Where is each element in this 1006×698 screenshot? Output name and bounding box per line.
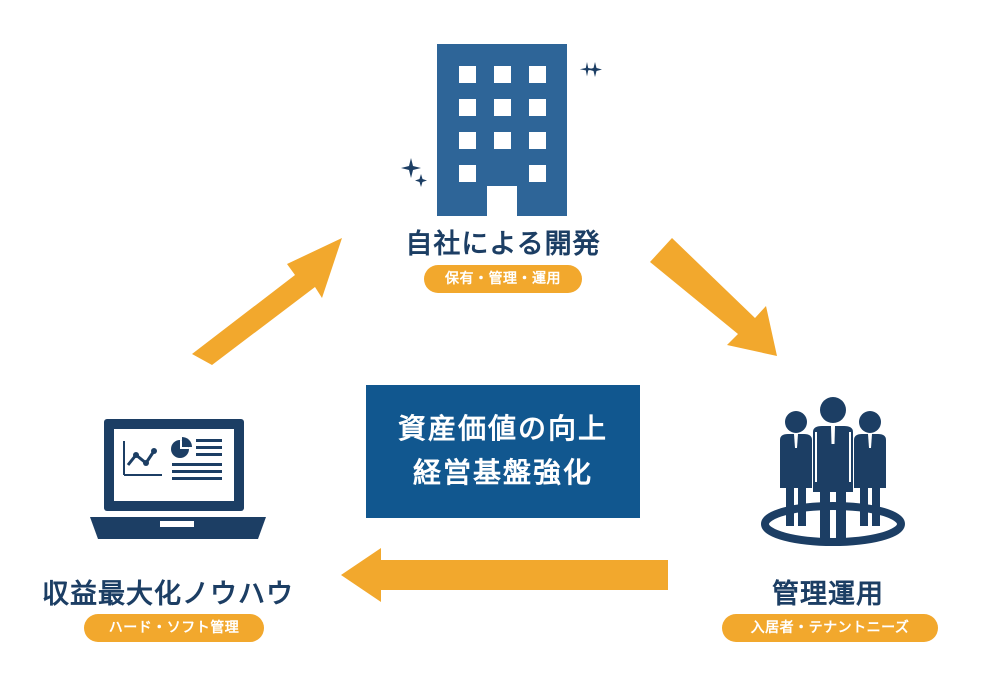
arrow-to-development (192, 238, 342, 365)
knowhow-title: 収益最大化ノウハウ (42, 579, 294, 610)
building-icon (437, 44, 567, 216)
management-tag: 入居者・テナントニーズ (722, 614, 938, 642)
sparkle-icon (401, 158, 427, 187)
center-line-2: 経営基盤強化 (412, 456, 593, 489)
laptop-chart-icon (90, 419, 266, 539)
development-title: 自社による開発 (405, 229, 601, 260)
knowhow-tag: ハード・ソフト管理 (84, 614, 264, 642)
arrow-to-management (650, 238, 777, 356)
management-title: 管理運用 (772, 579, 884, 610)
development-tag: 保有・管理・運用 (424, 265, 582, 293)
arrow-to-knowhow (341, 548, 668, 602)
center-line-1: 資産価値の向上 (397, 412, 608, 445)
center-message-box: 資産価値の向上 経営基盤強化 (366, 385, 640, 518)
business-people-icon (761, 397, 905, 546)
sparkle-icon (579, 62, 602, 77)
